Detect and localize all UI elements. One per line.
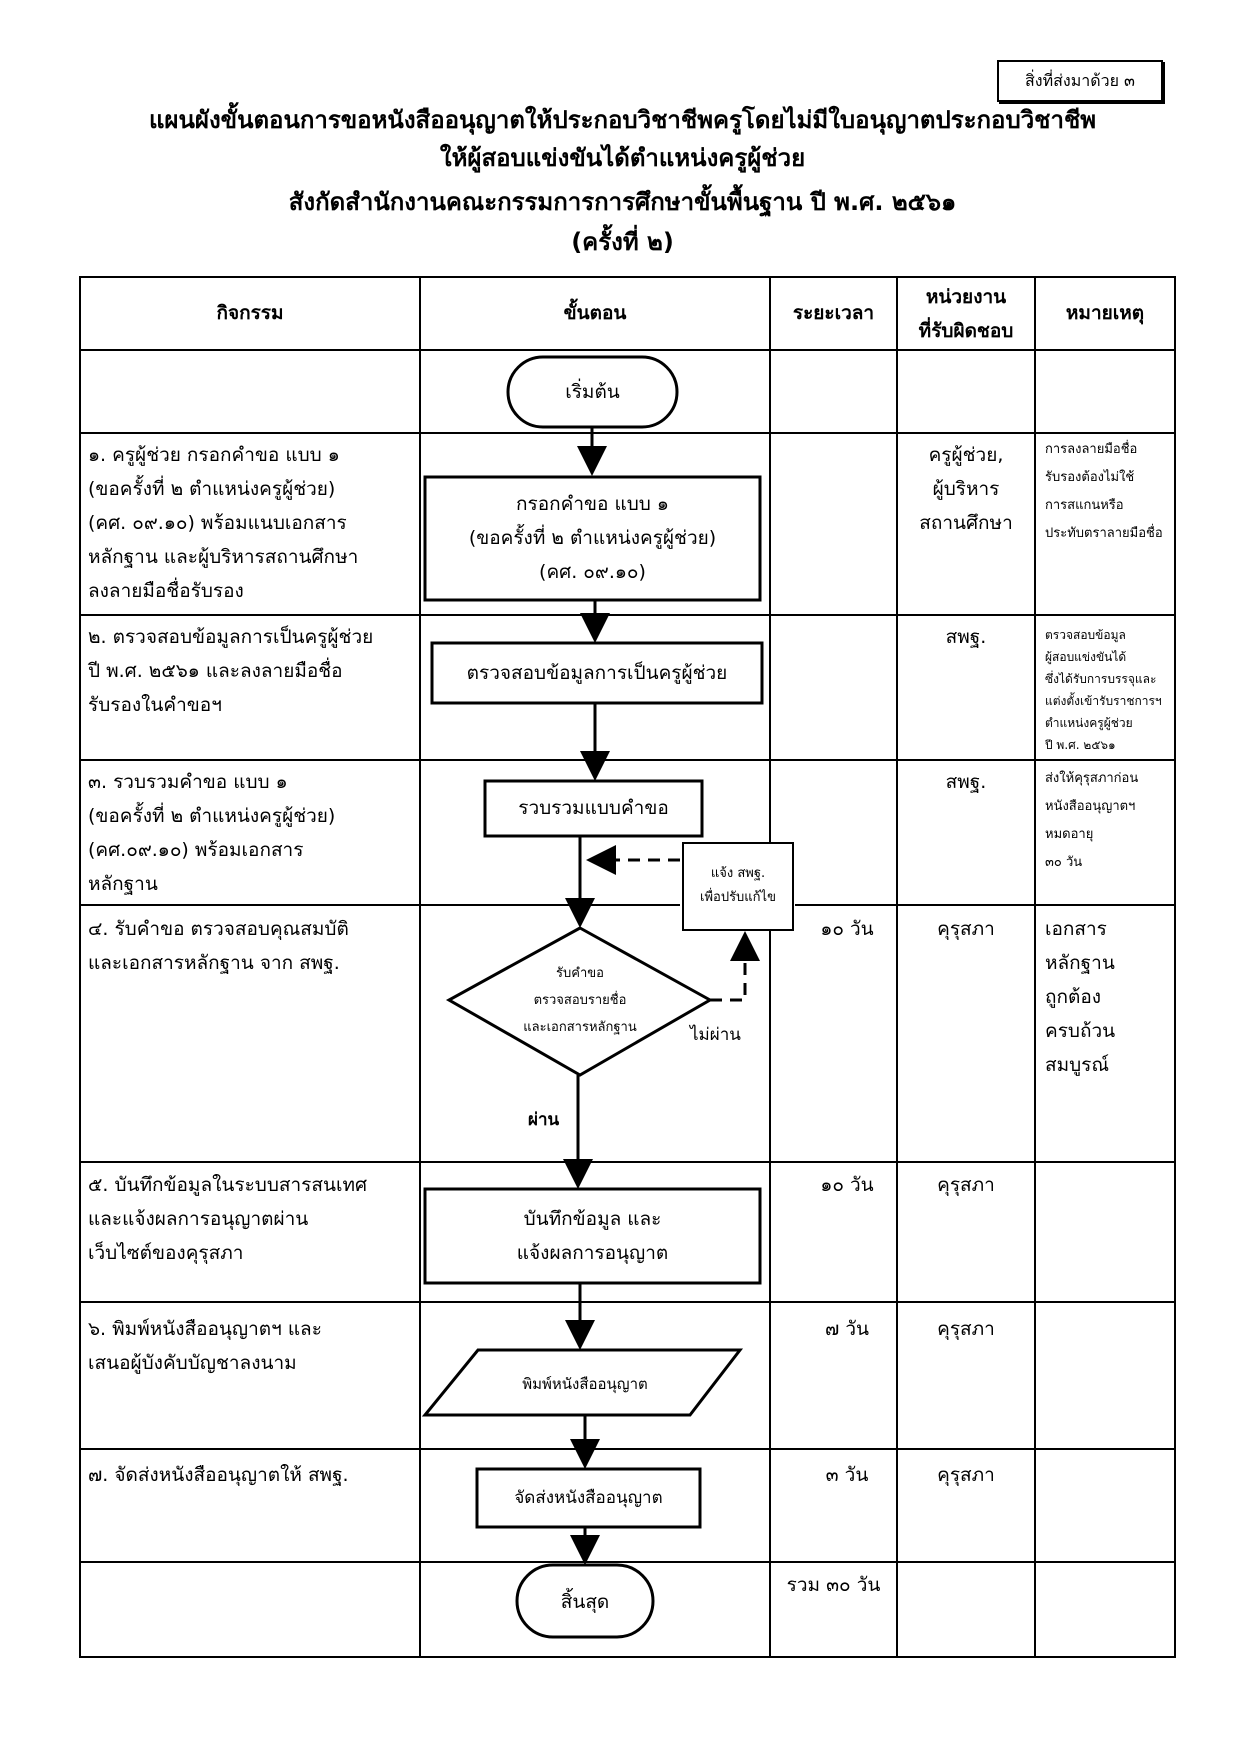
responsible-6: คุรุสภา	[937, 1318, 995, 1340]
responsible-1: ครูผู้ช่วย, ผู้บริหาร สถานศึกษา	[919, 444, 1013, 534]
remarks-1: การลงลายมือชื่อ รับรองต้องไม่ใช้ การสแกน…	[1045, 442, 1163, 541]
decision-label: รับคำขอ ตรวจสอบรายชื่อ และเอกสารหลักฐาน	[523, 966, 637, 1035]
step5-box	[423, 1187, 762, 1285]
flow-arrows	[563, 427, 760, 1565]
title-line-2: ให้ผู้สอบแข่งขันได้ตำแหน่งครูผู้ช่วย	[439, 144, 806, 172]
responsible-3: สพฐ.	[945, 771, 987, 793]
activity-1: ๑. ครูผู้ช่วย กรอกคำขอ แบบ ๑ (ขอครั้งที่…	[88, 444, 359, 602]
step3-label: รวบรวมแบบคำขอ	[518, 797, 669, 819]
responsible-7: คุรุสภา	[937, 1464, 995, 1486]
decision-diamond	[445, 926, 714, 1077]
step1-box	[423, 475, 762, 602]
feedback-label: แจ้ง สพฐ. เพื่อปรับแก้ไข	[700, 866, 776, 905]
step6-parallelogram	[421, 1348, 744, 1417]
activity-4: ๔. รับคำขอ ตรวจสอบคุณสมบัติ และเอกสารหลั…	[88, 918, 349, 974]
remarks-3: ส่งให้คุรุสภาก่อน หนังสืออนุญาตฯ หมดอายุ…	[1045, 771, 1139, 870]
step6-label: พิมพ์หนังสืออนุญาต	[522, 1375, 648, 1393]
attachment-label: สิ่งที่ส่งมาด้วย ๓	[997, 60, 1163, 102]
activity-6: ๖. พิมพ์หนังสืออนุญาตฯ และ เสนอผู้บังคับ…	[88, 1318, 322, 1374]
step1-label: กรอกคำขอ แบบ ๑ (ขอครั้งที่ ๒ ตำแหน่งครูผ…	[468, 493, 717, 583]
duration-6: ๗ วัน	[825, 1318, 869, 1340]
fail-label: ไม่ผ่าน	[690, 1025, 741, 1045]
flowchart-shapes	[421, 355, 794, 1639]
end-label: สิ้นสุด	[560, 1591, 610, 1613]
header-duration: ระยะเวลา	[792, 302, 875, 324]
header-steps: ขั้นตอน	[563, 302, 627, 324]
duration-7: ๓ วัน	[825, 1464, 869, 1486]
responsible-2: สพฐ.	[945, 626, 987, 648]
activity-3: ๓. รวบรวมคำขอ แบบ ๑ (ขอครั้งที่ ๒ ตำแหน่…	[88, 771, 336, 895]
end-terminator	[515, 1563, 655, 1639]
responsible-5: คุรุสภา	[937, 1174, 995, 1196]
activity-7: ๗. จัดส่งหนังสืออนุญาตให้ สพฐ.	[88, 1464, 349, 1486]
feedback-box	[682, 842, 794, 931]
duration-4: ๑๐ วัน	[820, 918, 874, 940]
activity-5: ๕. บันทึกข้อมูลในระบบสารสนเทศ และแจ้งผลก…	[88, 1174, 368, 1264]
step2-box	[430, 641, 764, 705]
remarks-4: เอกสาร หลักฐาน ถูกต้อง ครบถ้วน สมบูรณ์	[1045, 918, 1116, 1076]
step3-box	[483, 779, 704, 838]
title-line-1: แผนผังขั้นตอนการขอหนังสืออนุญาตให้ประกอบ…	[148, 106, 1097, 134]
step7-box	[475, 1467, 702, 1529]
step2-label: ตรวจสอบข้อมูลการเป็นครูผู้ช่วย	[466, 662, 728, 684]
step5-label: บันทึกข้อมูล และ แจ้งผลการอนุญาต	[516, 1208, 669, 1264]
total-duration: รวม ๓๐ วัน	[786, 1574, 881, 1596]
responsible-4: คุรุสภา	[937, 918, 995, 940]
duration-5: ๑๐ วัน	[820, 1174, 874, 1196]
header-remarks: หมายเหตุ	[1065, 302, 1145, 324]
title-line-3: สังกัดสำนักงานคณะกรรมการการศึกษาขั้นพื้น…	[288, 188, 957, 216]
activity-2: ๒. ตรวจสอบข้อมูลการเป็นครูผู้ช่วย ปี พ.ศ…	[88, 626, 374, 716]
remarks-2: ตรวจสอบข้อมูล ผู้สอบแข่งขันได้ ซึ่งได้รั…	[1045, 628, 1162, 752]
start-label: เริ่มต้น	[565, 381, 620, 403]
table-grid	[79, 276, 1176, 1658]
title-line-4: (ครั้งที่ ๒)	[571, 228, 674, 256]
pass-label: ผ่าน	[528, 1110, 560, 1130]
step7-label: จัดส่งหนังสืออนุญาต	[514, 1488, 663, 1508]
header-activity: กิจกรรม	[216, 302, 284, 324]
header-responsible: หน่วยงาน ที่รับผิดชอบ	[918, 286, 1014, 342]
